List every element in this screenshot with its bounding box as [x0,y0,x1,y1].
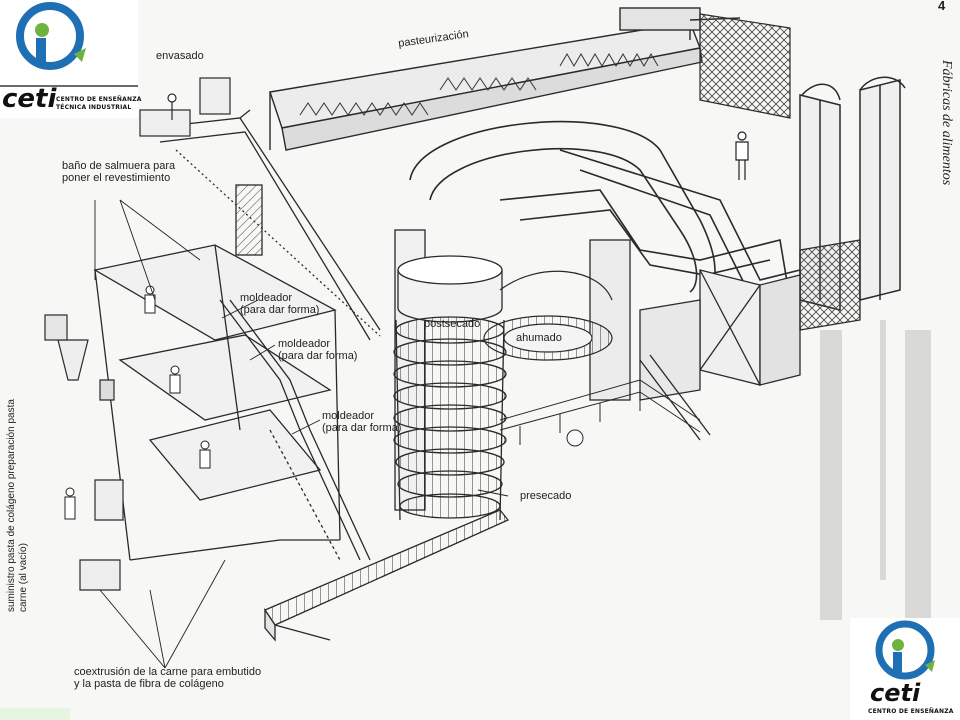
shaping-lines [93,244,371,561]
label-moldeador-2: moldeador (para dar forma) [278,338,358,362]
lower-conveyor [264,509,510,642]
corner-strip [0,708,70,720]
label-postsecado: postsecado [424,318,481,330]
packing-station [139,77,231,137]
pasteurization-tunnel [269,7,791,151]
page-marker: 4 [938,0,946,13]
label-suministro: suministro pasta de colágeno preparación… [6,399,29,612]
logo-bottom-word: ceti [870,679,921,707]
smoking-spiral [483,270,613,361]
chapter-title: Fábricas de alimentos [939,60,954,186]
operator-figures [64,285,211,520]
label-salmuera: baño de salmuera para poner el revestimi… [62,160,176,184]
ceti-logo-bottom-mark [850,618,960,720]
bleed-through-text [820,320,931,630]
logo-top-word: ceti [2,84,57,114]
worker-figure [735,131,749,180]
label-ahumado: ahumado [516,332,562,344]
spiral-dryer-tower [393,255,507,521]
ceti-logo-top-mark [0,0,138,118]
leader-lines [94,199,509,669]
label-coextrusion: coextrusión de la carne para embutido y … [74,666,262,690]
label-moldeador-1: moldeador (para dar forma) [240,292,320,316]
label-envasado: envasado [156,50,204,62]
collagen-prep-machines [44,314,124,591]
label-moldeador-3: moldeador (para dar forma) [322,410,402,434]
logo-top-line1: CENTRO DE ENSEÑANZA [56,96,142,103]
logo-bottom-line1: CENTRO DE ENSEÑANZA [868,708,954,715]
logo-top-line2: TÉCNICA INDUSTRIAL [56,104,132,111]
platform-railings [499,354,711,447]
dryer-modules [639,239,861,401]
label-presecado: presecado [520,490,572,502]
